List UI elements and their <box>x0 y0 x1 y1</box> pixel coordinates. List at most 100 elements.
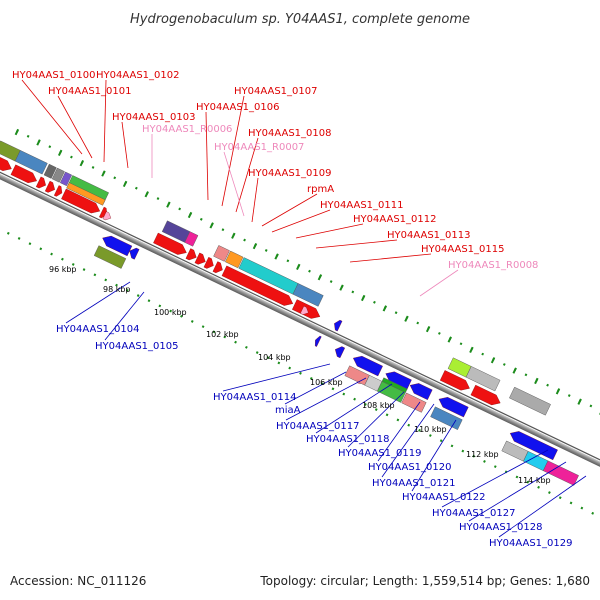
gc-tick <box>360 294 366 302</box>
gene-label: HY04AAS1_0127 <box>432 508 515 519</box>
gene-label: HY04AAS1_0118 <box>306 434 389 445</box>
rna-marker <box>300 305 309 315</box>
gc-tick <box>296 263 301 271</box>
gene-label: HY04AAS1_0113 <box>387 230 470 241</box>
gene-label: HY04AAS1_0128 <box>459 522 542 533</box>
gc-tick <box>57 149 63 156</box>
label-leader-line <box>221 95 245 207</box>
label-leader-line <box>104 291 145 341</box>
reverse-gene-arrow <box>315 335 322 347</box>
gene-label: HY04AAS1_0115 <box>421 244 504 255</box>
reverse-gene-arrow <box>438 397 469 418</box>
reverse-gene-arrow <box>353 355 383 377</box>
gene-label: HY04AAS1_R0007 <box>214 142 304 153</box>
gene-label: HY04AAS1_0117 <box>276 421 359 432</box>
map-title: Hydrogenobaculum sp. Y04AAS1, complete g… <box>130 12 470 27</box>
cds-function-bar <box>213 245 230 262</box>
gc-tick <box>122 180 128 188</box>
gc-tick <box>14 128 20 136</box>
gene-label: HY04AAS1_0101 <box>48 86 131 97</box>
label-leader-line <box>57 95 93 159</box>
reverse-gene-arrow <box>102 235 133 257</box>
gc-tick <box>317 274 323 281</box>
cds-function-bar <box>292 283 324 307</box>
gc-tick <box>36 139 41 146</box>
gene-label: HY04AAS1_0108 <box>248 128 331 139</box>
cds-function-bar <box>14 150 48 175</box>
label-leader-line <box>222 363 331 392</box>
label-leader-line <box>315 383 393 434</box>
forward-gene-arrow <box>0 154 12 171</box>
gene-label: miaA <box>275 405 301 416</box>
cds-function-bar <box>66 182 106 206</box>
forward-gene-arrow <box>53 185 63 197</box>
kbp-tick-label: 102 kbp <box>206 330 239 339</box>
gene-label: HY04AAS1_R0006 <box>142 124 232 135</box>
forward-gene-arrow <box>61 188 101 214</box>
gene-label: HY04AAS1_0120 <box>368 462 451 473</box>
reverse-gene-arrow <box>335 346 346 359</box>
kbp-tick-label: 110 kbp <box>414 425 447 434</box>
gene-label: HY04AAS1_0106 <box>196 102 279 113</box>
gene-labels: HY04AAS1_0100HY04AAS1_0101HY04AAS1_0102H… <box>12 70 587 549</box>
genome-backbone-outline <box>0 170 600 474</box>
genome-track <box>0 128 600 521</box>
label-leader-line <box>285 377 367 421</box>
gc-tick <box>577 398 582 405</box>
label-leader-line <box>251 177 259 223</box>
gene-label: HY04AAS1_0114 <box>213 392 296 403</box>
gc-tick <box>447 336 452 343</box>
label-leader-line <box>349 253 432 263</box>
gene-label: HY04AAS1_R0008 <box>448 260 538 271</box>
gc-tick <box>490 357 496 364</box>
cds-function-bar <box>465 366 501 392</box>
gc-tick <box>144 191 149 198</box>
forward-gene-arrow <box>470 384 501 406</box>
gene-label: HY04AAS1_0104 <box>56 324 139 335</box>
gene-label: HY04AAS1_0107 <box>234 86 317 97</box>
forward-gene-arrow <box>44 180 55 193</box>
kbp-tick-label: 100 kbp <box>154 308 187 317</box>
cds-function-bar <box>43 163 57 179</box>
gene-label: HY04AAS1_0111 <box>320 200 403 211</box>
cds-function-bar <box>93 245 127 269</box>
label-leader-line <box>441 449 549 508</box>
kbp-tick-label: 112 kbp <box>466 450 499 459</box>
forward-gene-arrow <box>203 257 214 269</box>
gc-tick <box>79 160 85 167</box>
label-leader-line <box>419 269 459 297</box>
cds-function-bar <box>184 231 199 247</box>
gc-tick <box>252 242 258 250</box>
label-leader-line <box>347 391 405 448</box>
gc-tick <box>166 201 171 208</box>
gene-label: HY04AAS1_0100 <box>12 70 95 81</box>
kbp-tick-label: 98 kbp <box>103 285 131 294</box>
forward-gene-arrow <box>221 265 294 306</box>
genome-backbone <box>0 172 600 480</box>
gc-tick <box>209 222 214 229</box>
label-leader-line <box>235 137 259 213</box>
cds-function-bar <box>59 171 72 187</box>
cds-function-bar <box>225 250 244 269</box>
rna-marker <box>102 211 112 221</box>
reverse-gene-arrow <box>509 431 558 461</box>
gc-tick <box>339 284 344 291</box>
forward-gene-arrow <box>153 232 187 255</box>
forward-gene-arrow <box>212 261 223 273</box>
gene-features <box>0 128 600 486</box>
forward-gene-arrow <box>185 248 197 261</box>
reverse-gene-arrow <box>409 383 433 400</box>
kbp-tick-label: 114 kbp <box>518 476 551 485</box>
reverse-gene-arrow <box>334 319 343 332</box>
gene-label: HY04AAS1_0103 <box>112 112 195 123</box>
reverse-gene-arrow <box>129 247 140 260</box>
gene-label: HY04AAS1_0122 <box>402 492 485 503</box>
label-leader-line <box>121 121 129 169</box>
label-leader-line <box>103 79 107 163</box>
label-leader-line <box>315 239 398 249</box>
label-leader-line <box>223 151 245 217</box>
gc-tick <box>187 211 193 219</box>
gc-tick <box>101 170 106 177</box>
gene-label: HY04AAS1_0105 <box>95 341 178 352</box>
